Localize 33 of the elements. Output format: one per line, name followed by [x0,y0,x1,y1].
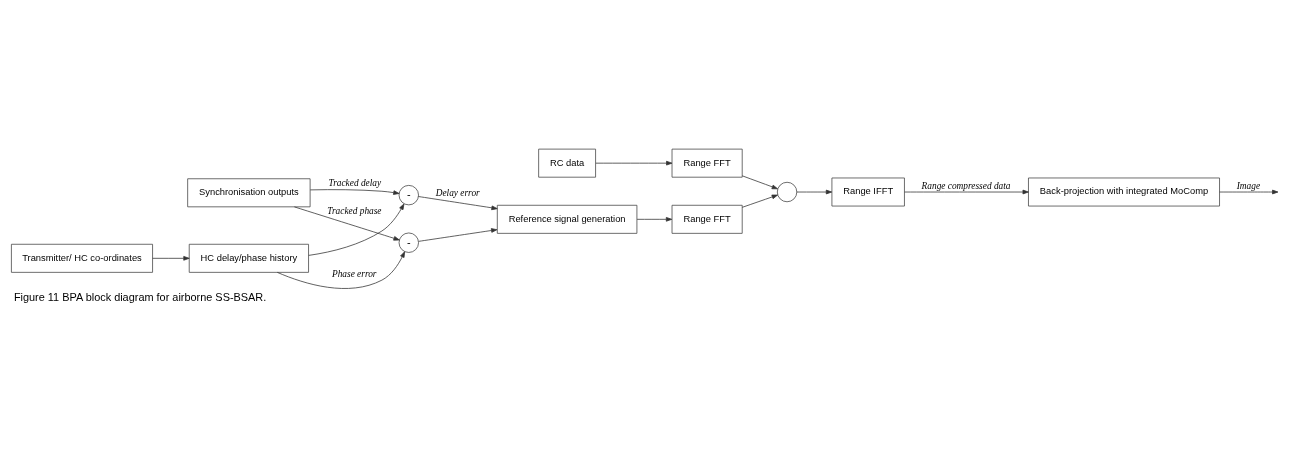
arrow [741,194,778,208]
node-box: Back-projection with integrated MoComp [1028,177,1220,206]
arrow [276,250,405,289]
node-box: Range IFFT [831,177,905,206]
caption: Figure 11 BPA block diagram for airborne SS-BSAR. [13,290,267,303]
node-circle [776,181,798,202]
arrow [636,216,673,222]
node-box: Range FFT [671,204,743,234]
arrow [418,227,498,242]
node-box: Range FFT [671,148,743,178]
arrow [418,195,498,210]
arrow [904,189,1029,194]
arrow [152,255,190,261]
arrow [796,189,833,194]
arrow [308,203,405,256]
node-box: Transmitter/ HC co-ordinates [11,243,153,273]
arrow [294,206,400,241]
node-box: Reference signal generation [496,204,638,234]
arrow [309,188,400,195]
arrow [595,160,673,165]
node-box: HC delay/phase history [188,243,309,273]
node-circle: - [398,232,419,253]
arrow [741,174,778,189]
node-box: RC data [538,148,596,178]
node-box: Synchronisation outputs [187,177,311,207]
edge-label: Delay error [435,187,480,198]
node-circle: - [398,184,419,205]
edge-label: Image [1236,180,1261,191]
edge-label: Tracked phase [327,205,382,216]
edge-label: Tracked delay [328,177,382,188]
edge-label: Range compressed data [921,180,1011,191]
arrow [1219,189,1279,194]
edge-label: Phase error [331,268,377,279]
